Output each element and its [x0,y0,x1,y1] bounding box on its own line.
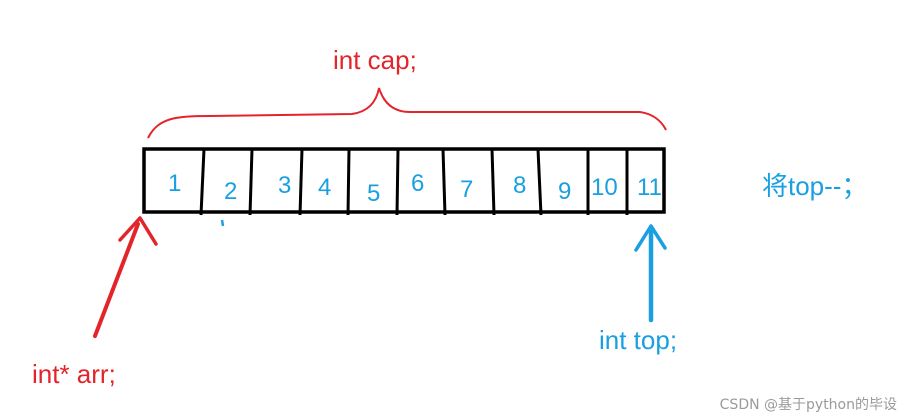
top-index-label: int top; [599,325,678,355]
cell-value: 11 [637,174,662,201]
top-pointer-arrow [634,224,667,323]
cell-value: 2 [224,178,238,205]
cell-value: 10 [591,174,618,201]
cell-divider [298,148,304,216]
cell-divider [441,148,447,216]
cell-dividers [199,148,629,216]
cell-value: 8 [513,172,527,199]
cell-divider [248,148,254,216]
cell-divider [395,148,400,216]
cell-divider [346,148,351,216]
watermark: CSDN @基于python的毕设 [719,397,897,413]
cell-value: 3 [278,172,292,199]
array-outline [142,147,666,214]
operation-label: 将top--； [762,171,868,201]
cell-value: 6 [411,170,425,197]
cell-value: 1 [168,170,182,197]
cell-value: 5 [367,180,381,207]
cell-value: 4 [318,174,332,201]
cell-divider [536,148,543,216]
capacity-label: int cap; [333,45,417,75]
arr-pointer-arrow [93,216,158,338]
cell-divider [199,148,206,216]
array-pointer-label: int* arr; [32,359,116,389]
cell-value: 7 [460,176,474,203]
array-frame [142,147,666,214]
capacity-brace [147,87,667,139]
cell-divider [490,148,496,216]
cell-value: 9 [558,178,572,205]
stray-tick-mark [220,219,225,227]
